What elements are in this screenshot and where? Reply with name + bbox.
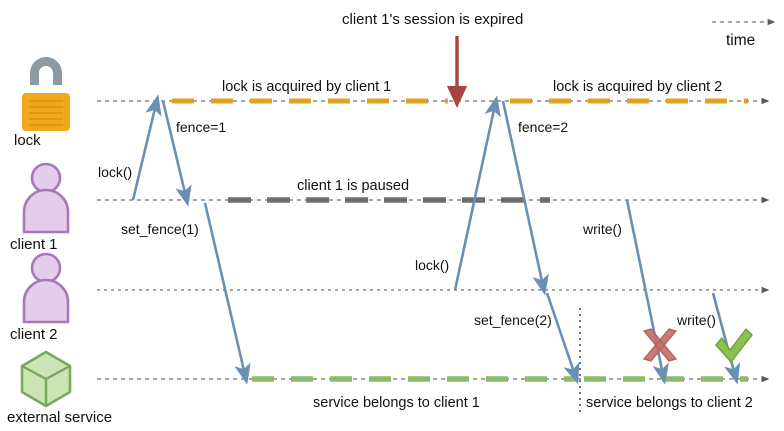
message-label-fence-1: fence=1 [176, 119, 227, 135]
message-label-write-call-2: write() [677, 312, 716, 328]
arrow-fence-1 [161, 100, 192, 207]
annotation-client1-paused: client 1 is paused [297, 178, 410, 194]
arrow-fence-2 [501, 100, 549, 296]
message-label-set-fence-1: set_fence(1) [121, 221, 199, 237]
actor-label-external-service: external service [7, 409, 113, 426]
arrow-lock-request-2 [453, 95, 501, 291]
message-label-write-call-1: write() [583, 221, 622, 237]
padlock-icon [22, 57, 70, 131]
annotation-lock-acquired-client2: lock is acquired by client 2 [553, 79, 723, 95]
write-accepted-check [715, 328, 753, 363]
message-label-lock-call-1: lock() [98, 164, 133, 180]
arrow-write-accepted [711, 292, 741, 385]
message-label-set-fence-2: set_fence(2) [474, 312, 552, 328]
annotation-service-belongs-client2: service belongs to client 2 [586, 395, 753, 411]
arrow-set-fence-1 [203, 202, 251, 385]
arrow-set-fence-2 [545, 292, 580, 385]
time-legend-label: time [726, 32, 756, 49]
write-rejected-x [642, 328, 678, 362]
person-icon-client1 [22, 162, 70, 234]
cube-icon [20, 350, 72, 408]
actor-label-client1: client 1 [10, 236, 58, 253]
arrow-lock-request-1 [131, 94, 162, 201]
annotation-lock-acquired-client1: lock is acquired by client 1 [222, 79, 392, 95]
message-label-lock-call-2: lock() [415, 257, 450, 273]
person-icon-client2 [22, 252, 70, 324]
actor-label-client2: client 2 [10, 326, 58, 343]
actor-label-lock: lock [14, 132, 41, 149]
message-label-fence-2: fence=2 [518, 119, 569, 135]
session-expiry-annotation: client 1's session is expired [342, 11, 524, 28]
annotation-service-belongs-client1: service belongs to client 1 [313, 395, 480, 411]
